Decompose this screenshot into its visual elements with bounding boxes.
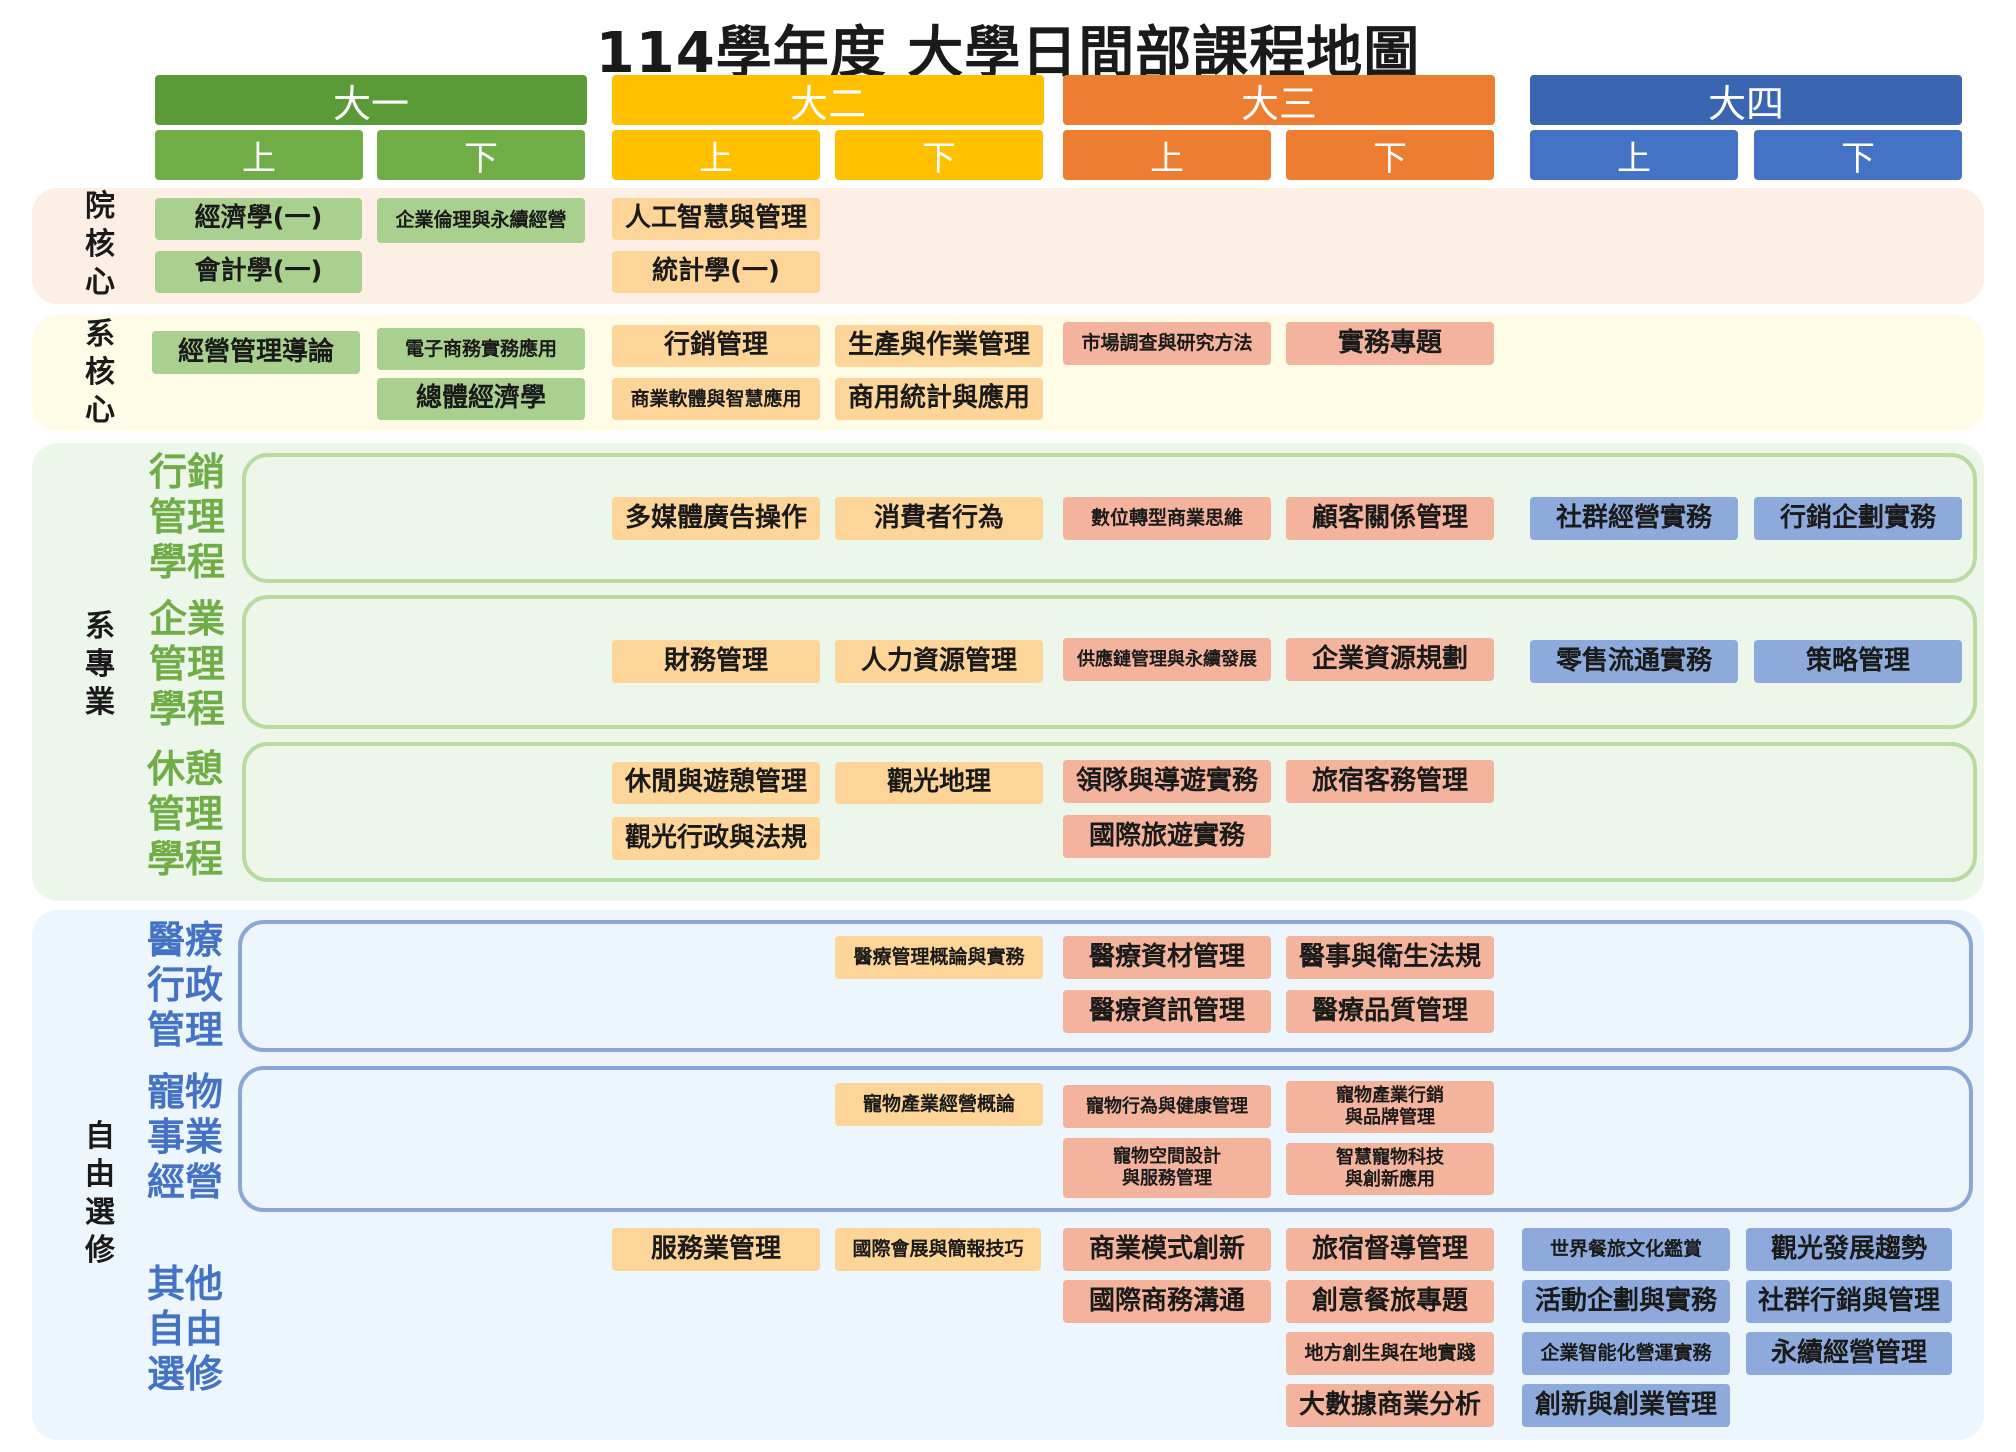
course-box[interactable]: 總體經濟學 bbox=[377, 378, 585, 420]
course-box[interactable]: 活動企劃與實務 bbox=[1522, 1280, 1730, 1323]
course-box[interactable]: 休閒與遊憩管理 bbox=[612, 762, 820, 804]
course-box[interactable]: 旅宿客務管理 bbox=[1286, 760, 1494, 803]
course-box[interactable]: 多媒體廣告操作 bbox=[612, 497, 820, 540]
course-box[interactable]: 寵物空間設計 與服務管理 bbox=[1063, 1138, 1271, 1198]
semester-y1-second: 下 bbox=[377, 130, 585, 180]
year-header-4: 大四 bbox=[1530, 75, 1962, 126]
course-box[interactable]: 寵物行為與健康管理 bbox=[1063, 1085, 1271, 1128]
course-box[interactable]: 零售流通實務 bbox=[1530, 640, 1738, 683]
course-box[interactable]: 經濟學(一) bbox=[155, 198, 362, 240]
course-box[interactable]: 醫療管理概論與實務 bbox=[835, 936, 1043, 979]
course-box[interactable]: 地方創生與在地實踐 bbox=[1286, 1332, 1494, 1375]
year-header-3: 大三 bbox=[1063, 75, 1495, 126]
course-box[interactable]: 行銷企劃實務 bbox=[1754, 497, 1962, 540]
row-label-dept-core: 系核心 bbox=[85, 317, 115, 428]
track-label-medical: 醫療行政管理 bbox=[146, 918, 223, 1052]
course-box[interactable]: 寵物產業經營概論 bbox=[835, 1083, 1043, 1126]
course-box[interactable]: 永續經營管理 bbox=[1746, 1332, 1952, 1375]
semester-y3-second: 下 bbox=[1286, 130, 1494, 180]
row-label-college-core: 院核心 bbox=[85, 189, 115, 300]
semester-y3-first: 上 bbox=[1063, 130, 1271, 180]
course-box[interactable]: 電子商務實務應用 bbox=[377, 328, 585, 370]
track-label-leisure: 休憩管理學程 bbox=[146, 747, 223, 881]
course-box[interactable]: 旅宿督導管理 bbox=[1286, 1228, 1494, 1271]
track-label-other: 其他自由選修 bbox=[146, 1262, 223, 1396]
track-label-marketing: 行銷管理學程 bbox=[148, 450, 225, 584]
row-label-dept-major: 系專業 bbox=[85, 609, 115, 720]
course-box[interactable]: 會計學(一) bbox=[155, 251, 362, 293]
course-box[interactable]: 供應鏈管理與永續發展 bbox=[1063, 638, 1271, 681]
course-box[interactable]: 社群經營實務 bbox=[1530, 497, 1738, 540]
course-box[interactable]: 商用統計與應用 bbox=[835, 378, 1043, 420]
semester-y2-second: 下 bbox=[835, 130, 1043, 180]
course-box[interactable]: 企業倫理與永續經營 bbox=[377, 198, 585, 243]
course-box[interactable]: 智慧寵物科技 與創新應用 bbox=[1286, 1143, 1494, 1195]
course-box[interactable]: 寵物產業行銷 與品牌管理 bbox=[1286, 1081, 1494, 1133]
course-box[interactable]: 創意餐旅專題 bbox=[1286, 1280, 1494, 1323]
semester-y2-first: 上 bbox=[612, 130, 820, 180]
course-box[interactable]: 商業軟體與智慧應用 bbox=[612, 378, 820, 420]
track-outline-pet bbox=[238, 1066, 1973, 1212]
track-label-pet: 寵物事業經營 bbox=[146, 1070, 223, 1204]
course-box[interactable]: 國際商務溝通 bbox=[1063, 1280, 1271, 1323]
course-box[interactable]: 經營管理導論 bbox=[152, 331, 360, 374]
row-label-electives: 自由選修 bbox=[85, 1119, 115, 1268]
track-label-enterprise: 企業管理學程 bbox=[148, 597, 225, 731]
course-box[interactable]: 醫療品質管理 bbox=[1286, 990, 1494, 1033]
course-box[interactable]: 觀光地理 bbox=[835, 762, 1043, 804]
track-outline-enterprise bbox=[242, 595, 1977, 729]
course-box[interactable]: 國際旅遊實務 bbox=[1063, 815, 1271, 858]
course-box[interactable]: 觀光發展趨勢 bbox=[1746, 1228, 1952, 1271]
course-box[interactable]: 企業智能化營運實務 bbox=[1522, 1332, 1730, 1375]
course-box[interactable]: 世界餐旅文化鑑賞 bbox=[1522, 1228, 1730, 1271]
year-header-1: 大一 bbox=[155, 75, 587, 126]
track-outline-leisure bbox=[242, 742, 1977, 882]
year-header-2: 大二 bbox=[612, 75, 1044, 126]
course-box[interactable]: 醫事與衛生法規 bbox=[1286, 936, 1494, 979]
course-box[interactable]: 企業資源規劃 bbox=[1286, 638, 1494, 681]
course-box[interactable]: 統計學(一) bbox=[612, 251, 820, 293]
course-box[interactable]: 行銷管理 bbox=[612, 325, 820, 367]
semester-y4-second: 下 bbox=[1754, 130, 1962, 180]
course-box[interactable]: 國際會展與簡報技巧 bbox=[835, 1228, 1041, 1271]
track-outline-medical bbox=[238, 920, 1973, 1052]
course-box[interactable]: 實務專題 bbox=[1286, 322, 1494, 365]
course-box[interactable]: 消費者行為 bbox=[835, 497, 1043, 540]
course-box[interactable]: 大數據商業分析 bbox=[1286, 1384, 1494, 1427]
course-box[interactable]: 醫療資訊管理 bbox=[1063, 990, 1271, 1033]
course-box[interactable]: 人工智慧與管理 bbox=[612, 198, 820, 240]
course-box[interactable]: 觀光行政與法規 bbox=[612, 817, 820, 860]
course-box[interactable]: 醫療資材管理 bbox=[1063, 936, 1271, 979]
course-box[interactable]: 商業模式創新 bbox=[1063, 1228, 1271, 1271]
course-box[interactable]: 人力資源管理 bbox=[835, 640, 1043, 683]
course-box[interactable]: 市場調查與研究方法 bbox=[1063, 322, 1271, 365]
semester-y1-first: 上 bbox=[155, 130, 363, 180]
course-box[interactable]: 社群行銷與管理 bbox=[1746, 1280, 1952, 1323]
course-box[interactable]: 服務業管理 bbox=[612, 1228, 820, 1271]
course-box[interactable]: 策略管理 bbox=[1754, 640, 1962, 683]
course-box[interactable]: 創新與創業管理 bbox=[1522, 1384, 1730, 1427]
course-box[interactable]: 顧客關係管理 bbox=[1286, 497, 1494, 540]
course-box[interactable]: 領隊與導遊實務 bbox=[1063, 760, 1271, 803]
course-box[interactable]: 財務管理 bbox=[612, 640, 820, 683]
track-outline-marketing bbox=[242, 453, 1977, 583]
semester-y4-first: 上 bbox=[1530, 130, 1738, 180]
course-box[interactable]: 生產與作業管理 bbox=[835, 325, 1043, 367]
course-box[interactable]: 數位轉型商業思維 bbox=[1063, 497, 1271, 540]
